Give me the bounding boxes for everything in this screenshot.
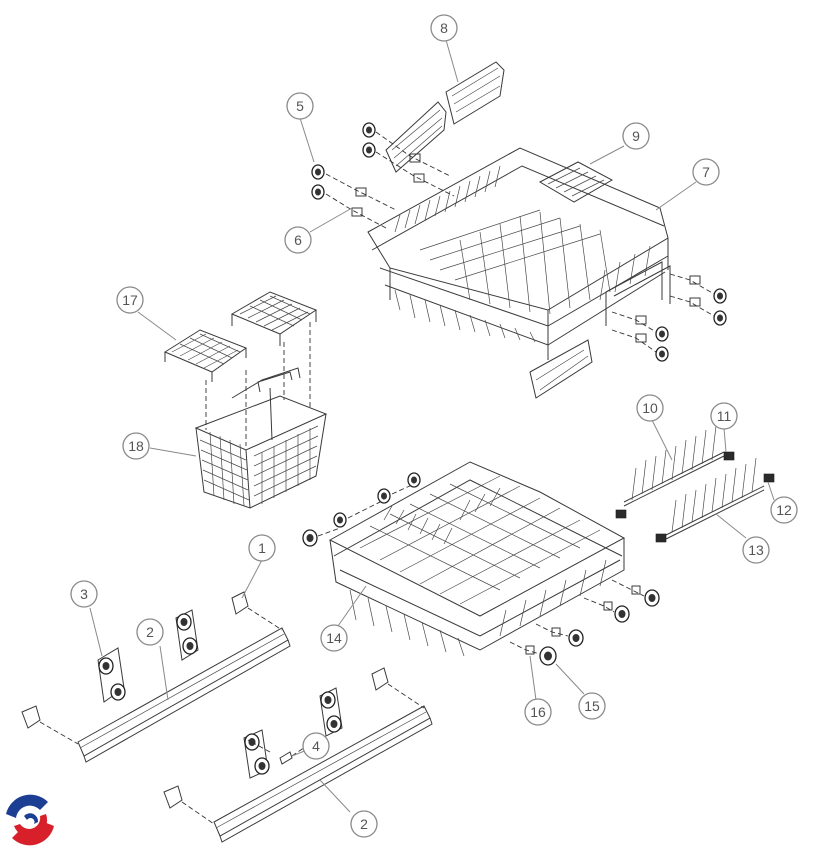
callout-6: 6 (284, 226, 312, 254)
callout-label: 13 (748, 542, 764, 558)
callout-2b: 2 (350, 810, 378, 838)
brand-logo-icon (3, 793, 57, 847)
callout-13: 13 (742, 536, 770, 564)
cutlery-basket (194, 322, 328, 509)
callout-label: 7 (702, 164, 710, 180)
callout-label: 17 (122, 292, 138, 308)
callout-14: 14 (320, 624, 348, 652)
upper-rack (367, 147, 669, 399)
callout-label: 12 (776, 502, 792, 518)
callout-11: 11 (710, 402, 738, 430)
callout-8: 8 (430, 14, 458, 42)
callout-label: 14 (326, 630, 342, 646)
callout-label: 6 (294, 232, 302, 248)
callout-label: 15 (584, 698, 600, 714)
callout-18: 18 (122, 432, 150, 460)
callout-label: 2 (146, 624, 154, 640)
callout-17: 17 (116, 286, 144, 314)
rail-lower (163, 667, 433, 843)
callout-label: 2 (360, 816, 368, 832)
cutlery-grids (163, 291, 318, 382)
callout-label: 1 (258, 540, 266, 556)
callout-label: 11 (717, 408, 732, 424)
callout-label: 5 (296, 98, 304, 114)
callout-16: 16 (524, 698, 552, 726)
rail-upper (21, 591, 291, 763)
lower-rack (302, 461, 626, 657)
callout-label: 3 (80, 586, 88, 602)
callout-5: 5 (286, 92, 314, 120)
callout-10: 10 (636, 394, 664, 422)
callout-label: 9 (632, 128, 640, 144)
callout-label: 4 (312, 738, 320, 754)
callout-label: 16 (530, 704, 546, 720)
upper-rack-wheels-left (311, 122, 455, 229)
callout-3: 3 (70, 580, 98, 608)
callout-15: 15 (578, 692, 606, 720)
cup-shelf (538, 161, 614, 203)
lower-rack-wheels (509, 579, 660, 666)
callout-label: 18 (128, 438, 144, 454)
callout-7: 7 (692, 158, 720, 186)
callout-label: 10 (642, 400, 658, 416)
callout-12: 12 (770, 496, 798, 524)
callout-2a: 2 (136, 618, 164, 646)
rail-wheel-carriers (97, 609, 343, 779)
callout-9: 9 (622, 122, 650, 150)
tine-rows (615, 425, 775, 543)
callout-label: 8 (440, 20, 448, 36)
rack-clips (385, 61, 505, 173)
callout-1: 1 (248, 534, 276, 562)
callout-4: 4 (302, 732, 330, 760)
leader-lines (89, 39, 775, 813)
upper-rack-wheels-right (605, 261, 727, 362)
